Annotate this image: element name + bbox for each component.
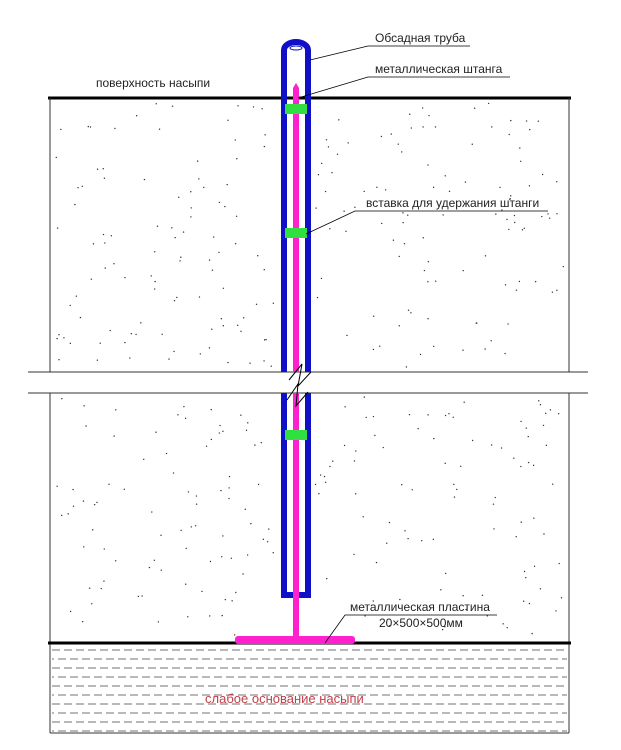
weak-soil-hatch — [52, 649, 567, 732]
plate-size-label: 20×500×500мм — [379, 616, 463, 630]
metal-plate-label: металлическая пластина — [350, 600, 490, 614]
fill-surface-label: поверхность насыпи — [96, 76, 210, 90]
metal-rod — [235, 83, 355, 644]
leader-metal-rod — [297, 76, 510, 99]
leader-rod-insert — [305, 210, 548, 235]
rod-insert — [285, 430, 307, 440]
fill-soil-hatch — [55, 102, 565, 636]
weak-base-label: слабое основание насыпи — [205, 691, 364, 706]
leader-metal-plate — [324, 614, 497, 644]
rod-insert — [285, 104, 307, 114]
break-mark-icon — [288, 363, 312, 388]
metal-rod-label: металлическая штанга — [375, 62, 503, 76]
leader-casing-pipe — [309, 45, 470, 61]
rod-insert — [285, 228, 307, 238]
metal-plate — [235, 636, 355, 644]
casing-pipe-label: Обсадная труба — [375, 31, 466, 45]
rod-insert-label: вставка для удержания штанги — [366, 196, 539, 210]
